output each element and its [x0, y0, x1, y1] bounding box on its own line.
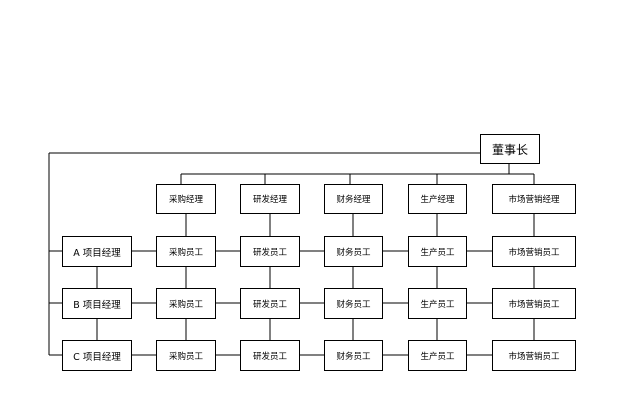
- manager-marketing: 市场营销经理: [492, 184, 576, 214]
- staff-production: 生产员工: [408, 236, 467, 267]
- staff-marketing: 市场营销员工: [492, 340, 576, 371]
- staff-procurement: 采购员工: [156, 236, 216, 267]
- manager-rnd: 研发经理: [240, 184, 300, 214]
- manager-procurement: 采购经理: [156, 184, 216, 214]
- project-manager-a: A 项目经理: [62, 236, 132, 267]
- manager-production: 生产经理: [408, 184, 467, 214]
- manager-finance: 财务经理: [324, 184, 383, 214]
- staff-rnd: 研发员工: [240, 288, 300, 319]
- staff-production: 生产员工: [408, 288, 467, 319]
- staff-marketing: 市场营销员工: [492, 288, 576, 319]
- staff-production: 生产员工: [408, 340, 467, 371]
- staff-finance: 财务员工: [324, 340, 383, 371]
- staff-marketing: 市场营销员工: [492, 236, 576, 267]
- staff-procurement: 采购员工: [156, 288, 216, 319]
- chairman-box: 董事长: [480, 134, 540, 164]
- staff-finance: 财务员工: [324, 236, 383, 267]
- project-manager-b: B 项目经理: [62, 288, 132, 319]
- project-manager-c: C 项目经理: [62, 340, 132, 371]
- staff-rnd: 研发员工: [240, 340, 300, 371]
- staff-rnd: 研发员工: [240, 236, 300, 267]
- staff-procurement: 采购员工: [156, 340, 216, 371]
- staff-finance: 财务员工: [324, 288, 383, 319]
